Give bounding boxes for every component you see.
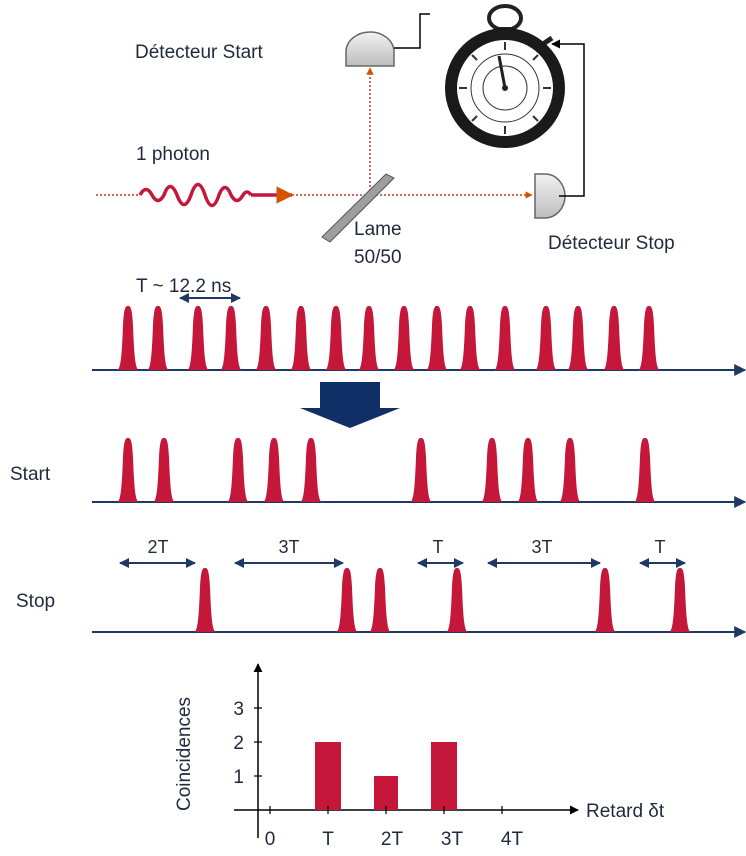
stop-wire bbox=[551, 39, 585, 197]
y-tick-label: 2 bbox=[233, 733, 244, 754]
period-label: T ~ 12.2 ns bbox=[136, 276, 231, 297]
start-pulse bbox=[634, 438, 656, 502]
laser-pulse bbox=[567, 306, 589, 370]
stop-pulse bbox=[336, 568, 358, 632]
start-row-label: Start bbox=[10, 464, 51, 485]
interval-label: 3T bbox=[278, 537, 299, 557]
stop-pulse bbox=[669, 568, 691, 632]
laser-pulse bbox=[325, 306, 347, 370]
y-tick-label: 3 bbox=[233, 699, 244, 720]
start-wire bbox=[394, 13, 430, 49]
laser-pulse bbox=[426, 306, 448, 370]
laser-pulse bbox=[220, 306, 242, 370]
beamsplitter-icon bbox=[321, 173, 395, 243]
x-tick-label: T bbox=[322, 829, 334, 850]
stop-pulse bbox=[594, 568, 616, 632]
start-pulse bbox=[263, 438, 285, 502]
laser-pulse bbox=[147, 306, 169, 370]
stop-pulse bbox=[369, 568, 391, 632]
start-pulse bbox=[517, 438, 539, 502]
stop-pulse-train bbox=[194, 568, 691, 632]
laser-pulse bbox=[117, 306, 139, 370]
beamsplitter-label-line1: Lame bbox=[354, 219, 402, 240]
start-pulse bbox=[300, 438, 322, 502]
x-tick-label: 2T bbox=[381, 829, 404, 850]
laser-pulse bbox=[255, 306, 277, 370]
start-pulse bbox=[559, 438, 581, 502]
stop-pulse bbox=[194, 568, 216, 632]
laser-pulse bbox=[535, 306, 557, 370]
laser-pulse bbox=[459, 306, 481, 370]
start-pulse bbox=[227, 438, 249, 502]
x-tick-label: 3T bbox=[441, 829, 464, 850]
y-axis-label: Coincidences bbox=[174, 697, 195, 811]
laser-pulse bbox=[358, 306, 380, 370]
down-arrow-icon bbox=[300, 382, 400, 428]
x-tick-label: 0 bbox=[265, 829, 276, 850]
laser-pulse bbox=[494, 306, 516, 370]
x-axis-label: Retard δt bbox=[586, 801, 665, 822]
stop-detector-icon bbox=[534, 173, 566, 219]
start-pulse-train bbox=[117, 438, 656, 502]
start-pulse bbox=[153, 438, 175, 502]
photon-label: 1 photon bbox=[136, 144, 210, 165]
laser-pulse bbox=[187, 306, 209, 370]
interval-annotations: 2T 3T T 3T T bbox=[119, 537, 686, 568]
stopwatch-icon bbox=[445, 4, 565, 148]
y-tick-label: 1 bbox=[233, 767, 244, 788]
start-pulse bbox=[117, 438, 139, 502]
interval-label: 3T bbox=[531, 537, 552, 557]
stop-detector-label: Détecteur Stop bbox=[548, 233, 675, 254]
interval-label: T bbox=[655, 537, 666, 557]
laser-pulse-train bbox=[117, 306, 660, 370]
beamsplitter-label-line2: 50/50 bbox=[354, 247, 402, 268]
histogram-bar bbox=[431, 742, 457, 810]
start-detector-label: Détecteur Start bbox=[135, 42, 263, 63]
interval-label: T bbox=[433, 537, 444, 557]
start-detector-icon bbox=[345, 31, 395, 67]
x-tick-label: 4T bbox=[501, 829, 524, 850]
laser-pulse bbox=[638, 306, 660, 370]
laser-pulse bbox=[290, 306, 312, 370]
laser-pulse bbox=[393, 306, 415, 370]
laser-pulse bbox=[603, 306, 625, 370]
stop-row-label: Stop bbox=[16, 591, 55, 612]
coincidence-histogram: Coincidences Retard δt 0 T 2T 3T 4T 1 2 3 bbox=[174, 663, 665, 850]
start-pulse bbox=[481, 438, 503, 502]
photon-wave-icon bbox=[138, 182, 253, 208]
histogram-bar bbox=[374, 776, 398, 810]
interval-label: 2T bbox=[147, 537, 168, 557]
histogram-bar bbox=[315, 742, 341, 810]
stop-pulse bbox=[446, 568, 468, 632]
start-pulse bbox=[410, 438, 432, 502]
